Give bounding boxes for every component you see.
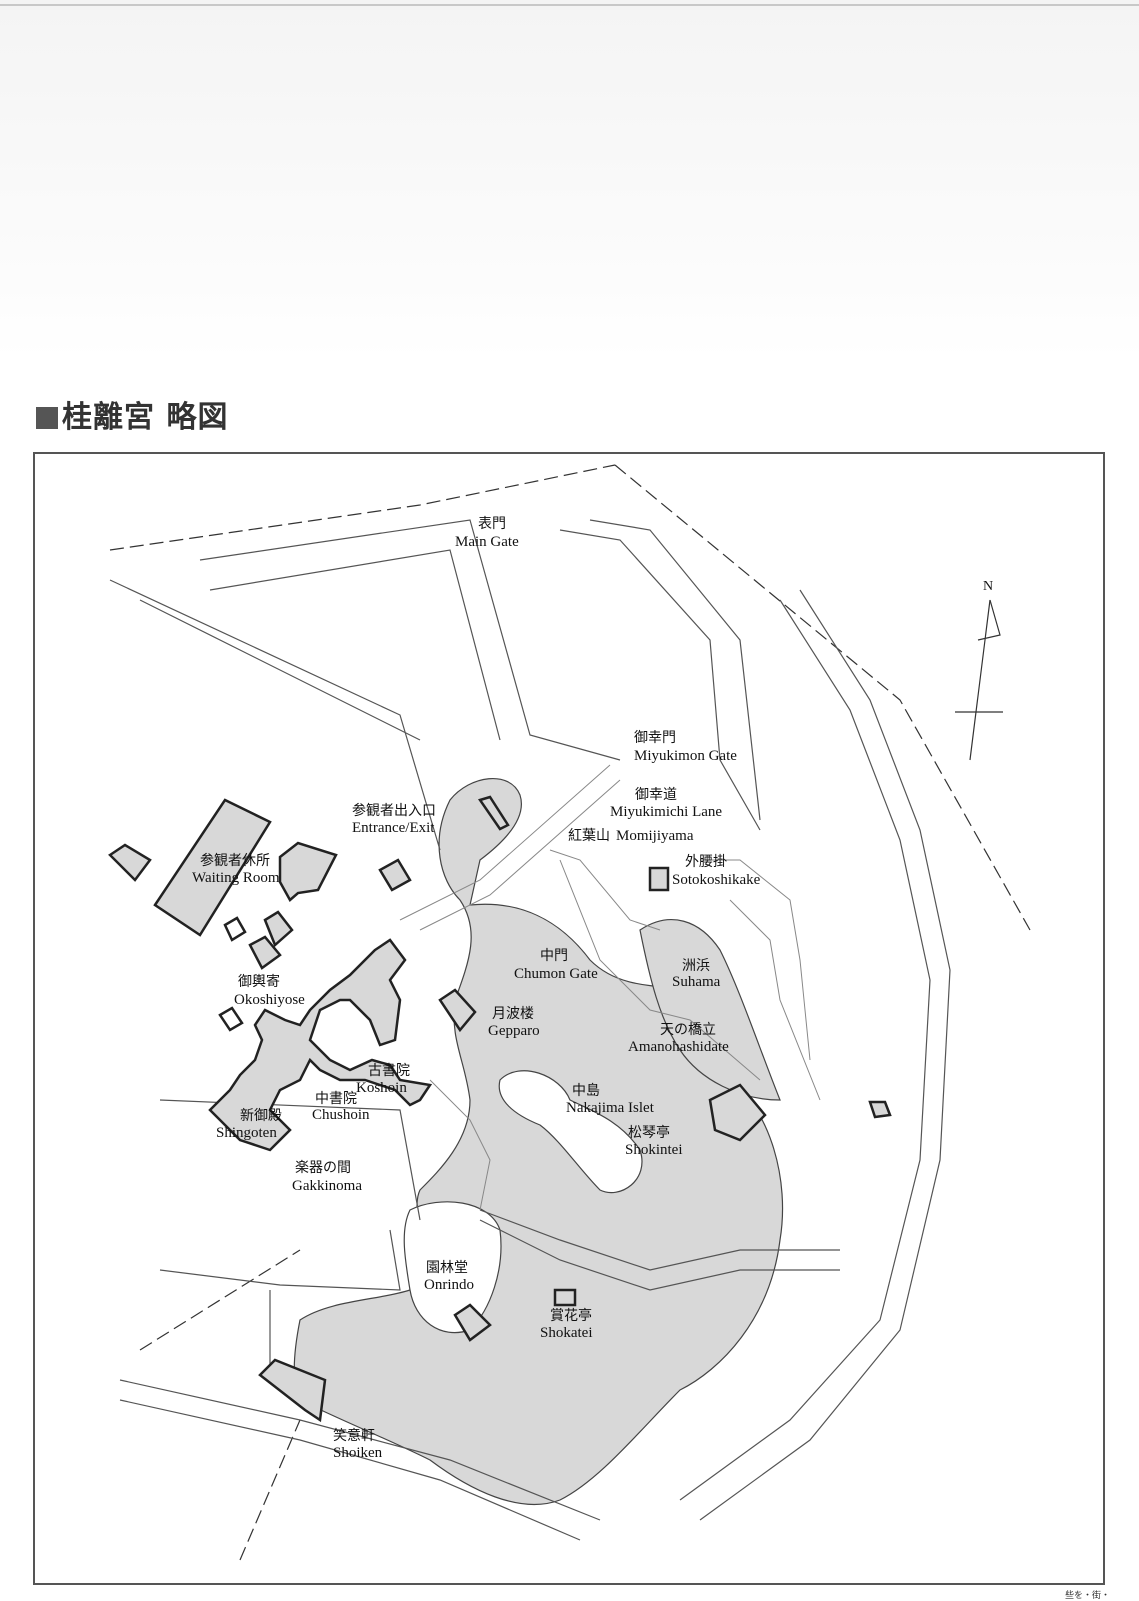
nakajima-islet-label-ja: 中島: [572, 1083, 600, 1099]
shoiken-label-ja: 笑意軒: [333, 1427, 375, 1444]
chushoin-label-en: Chushoin: [312, 1107, 370, 1123]
buildings: [108, 795, 892, 1423]
gepparo-building: [438, 988, 477, 1033]
onrindo-building: [453, 1303, 492, 1342]
koshoin-label-en: Koshoin: [356, 1080, 407, 1096]
pond: [293, 778, 784, 1506]
small-building: [108, 843, 152, 882]
gepparo-label-ja: 月波楼: [492, 1006, 534, 1022]
shokatei-label-ja: 賞花亭: [550, 1307, 592, 1324]
koshoin-label-ja: 古書院: [368, 1063, 410, 1079]
map-frame: [33, 452, 1105, 1585]
nakajima-islet-label-en: Nakajima Islet: [566, 1100, 655, 1116]
main-gate-label-ja: 表門: [478, 516, 506, 532]
sub-building: [278, 841, 338, 902]
shokatei-label-en: Shokatei: [540, 1325, 593, 1341]
miyukimon-gate-label-en: Miyukimon Gate: [634, 748, 737, 764]
okoshiyose-label-ja: 御輿寄: [238, 973, 280, 990]
miyukimichi-lane-label-en: Miyukimichi Lane: [610, 804, 722, 820]
suhama-label-ja: 洲浜: [682, 958, 710, 974]
shokintei-label-ja: 松琴亭: [628, 1124, 670, 1141]
top-photo-area: [0, 0, 1139, 360]
shoiken-label-en: Shoiken: [333, 1445, 383, 1461]
gakkinoma-label-ja: 楽器の間: [295, 1160, 351, 1176]
gate-building: [477, 795, 510, 831]
sotokoshikake-label-ja: 外腰掛: [685, 854, 727, 870]
roads: [109, 519, 951, 1541]
waiting-room-label-en: Waiting Room: [192, 870, 280, 886]
chumon-gate-label-ja: 中門: [540, 948, 568, 964]
main-gate-label-en: Main Gate: [455, 534, 519, 550]
garden-paths: [399, 764, 821, 1211]
gakkinoma-label-en: Gakkinoma: [292, 1178, 362, 1194]
shokintei-label-en: Shokintei: [625, 1142, 683, 1158]
sotokoshikake-label-en: Sotokoshikake: [672, 872, 761, 888]
sotokoshikake-building: [648, 866, 670, 892]
heading-square-icon: [36, 407, 58, 429]
okoshiyose-label-en: Okoshiyose: [234, 992, 305, 1008]
boundary-lines: [109, 464, 1031, 1561]
miyukimon-gate-label-ja: 御幸門: [634, 730, 676, 746]
entrance-exit-label-en: Entrance/Exit: [352, 820, 435, 836]
shoiken-building: [258, 1358, 327, 1423]
momijiyama-label-ja: 紅葉山: [568, 828, 610, 844]
onrindo-label-en: Onrindo: [424, 1277, 474, 1293]
amanohashidate-label-ja: 天の橋立: [660, 1022, 716, 1038]
shokatei-building: [553, 1288, 577, 1307]
top-rule: [0, 4, 1139, 6]
chushoin-label-ja: 中書院: [315, 1091, 357, 1107]
amanohashidate-label-en: Amanohashidate: [628, 1039, 729, 1055]
waiting-room-building: [153, 798, 272, 937]
waiting-room-label-ja: 参観者休所: [200, 852, 270, 869]
compass-label: N: [983, 579, 993, 594]
onrindo-label-ja: 園林堂: [426, 1260, 468, 1276]
heading-text: 桂離宮 略図: [62, 400, 229, 435]
miyukimichi-lane-label-ja: 御幸道: [635, 787, 677, 803]
page-heading: 桂離宮 略図: [36, 392, 228, 436]
momijiyama-label-en: Momijiyama: [616, 828, 694, 844]
suhama-label-en: Suhama: [672, 974, 721, 990]
north-compass-icon: [955, 599, 1003, 761]
shingoten-label-en: Shingoten: [216, 1125, 277, 1141]
shokintei-building: [708, 1083, 767, 1142]
entrance-exit-label-ja: 参観者出入口: [352, 802, 436, 819]
place-labels: 表門 Main Gate 御幸門 Miyukimon Gate 御幸道 Miyu…: [192, 516, 761, 1461]
gepparo-label-en: Gepparo: [488, 1023, 540, 1039]
chumon-gate-label-en: Chumon Gate: [514, 966, 598, 982]
shingoten-label-ja: 新御殿: [240, 1108, 282, 1124]
corner-mark: 些を・街・: [1065, 1591, 1111, 1601]
shoin-complex: [208, 938, 433, 1152]
